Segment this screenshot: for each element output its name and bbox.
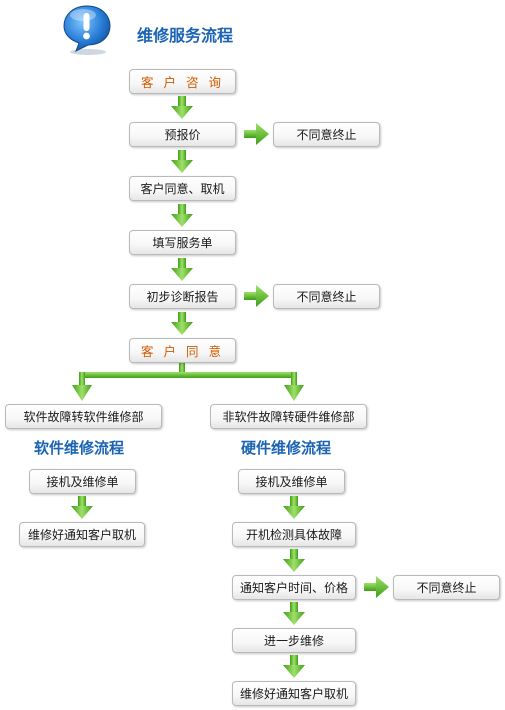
branch-right-arrow: [284, 372, 304, 401]
branch-software: 软件故障转软件维修部: [5, 404, 162, 429]
step-label: 客 户 同 意: [141, 344, 224, 359]
page-title: 维修服务流程: [137, 26, 234, 45]
step-label: 客 户 咨 询: [141, 75, 224, 90]
step-label: 客户同意、取机: [140, 182, 225, 196]
arrow-down-5: [171, 312, 193, 335]
hardware-step-receive: 接机及维修单: [238, 469, 345, 494]
arrow-down-hw-3: [283, 602, 305, 625]
branch-stem: [179, 362, 185, 374]
step-label: 预报价: [164, 128, 201, 142]
step-label: 填写服务单: [152, 236, 213, 250]
hardware-step-repair: 进一步维修: [232, 628, 356, 653]
exclamation-speech-bubble-icon: [63, 5, 111, 55]
arrow-down-4: [171, 258, 193, 281]
arrow-right-1: [244, 123, 269, 145]
step-label: 初步诊断报告: [146, 290, 219, 304]
step-agree-pickup: 客户同意、取机: [129, 176, 236, 201]
software-step-receive: 接机及维修单: [29, 469, 136, 494]
hardware-step-notify-price: 通知客户时间、价格: [232, 575, 356, 600]
branch-hardware: 非软件故障转硬件维修部: [210, 404, 367, 429]
arrow-down-hw-4: [283, 655, 305, 678]
arrow-down-hw-1: [283, 496, 305, 519]
step-customer-consult: 客 户 咨 询: [129, 69, 236, 94]
hardware-step-reject: 不同意终止: [393, 575, 500, 600]
step-pre-quote-reject: 不同意终止: [273, 122, 380, 147]
hardware-heading: 硬件维修流程: [241, 439, 332, 457]
step-label: 进一步维修: [263, 634, 324, 648]
step-label: 维修好通知客户取机: [27, 528, 136, 542]
step-label: 接机及维修单: [255, 475, 328, 489]
arrow-down-sw-1: [71, 496, 93, 519]
branch-bar: [79, 372, 297, 378]
step-label: 不同意终止: [296, 128, 357, 142]
branch-label: 软件故障转软件维修部: [23, 410, 144, 424]
step-label: 不同意终止: [296, 290, 357, 304]
branch-label: 非软件故障转硬件维修部: [222, 410, 355, 424]
step-diagnosis: 初步诊断报告: [129, 284, 236, 309]
arrow-down-hw-2: [283, 549, 305, 572]
step-diagnosis-reject: 不同意终止: [273, 284, 380, 309]
step-label: 开机检测具体故障: [245, 528, 342, 542]
branch-left-arrow: [72, 372, 92, 401]
software-step-notify: 维修好通知客户取机: [19, 522, 145, 547]
step-customer-agree: 客 户 同 意: [129, 338, 236, 363]
step-label: 接机及维修单: [46, 475, 119, 489]
hardware-step-notify-pickup: 维修好通知客户取机: [232, 681, 356, 706]
step-label: 维修好通知客户取机: [239, 687, 348, 701]
step-label: 不同意终止: [416, 581, 477, 595]
hardware-step-inspect: 开机检测具体故障: [232, 522, 356, 547]
arrow-right-2: [244, 285, 269, 307]
arrow-right-3: [364, 576, 389, 598]
arrow-down-1: [171, 96, 193, 119]
arrow-down-2: [171, 150, 193, 173]
step-fill-form: 填写服务单: [129, 230, 236, 255]
arrow-down-3: [171, 204, 193, 227]
step-pre-quote: 预报价: [129, 122, 236, 147]
software-heading: 软件维修流程: [34, 439, 125, 457]
step-label: 通知客户时间、价格: [239, 581, 348, 595]
